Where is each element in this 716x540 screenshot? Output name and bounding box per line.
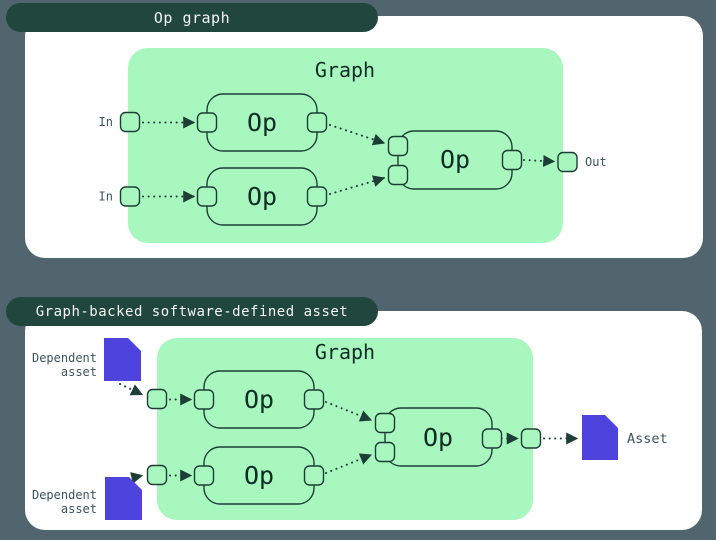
dependent-asset-1: Dependent asset — [32, 338, 141, 381]
input-1-label: In — [99, 115, 113, 129]
op-graph-title: Op graph — [153, 8, 231, 27]
input-2-port — [119, 186, 141, 207]
dataflow-arrows — [142, 116, 556, 203]
op-node-2: Op — [196, 167, 328, 226]
op-node-1-in-port — [196, 112, 218, 133]
input-2-label: In — [99, 190, 113, 204]
dependent-asset-1-icon — [104, 338, 141, 381]
dependent-asset-1-label-line2: asset — [61, 365, 97, 379]
graph-container — [128, 48, 563, 243]
op-node-2-label: Op — [247, 182, 277, 211]
output-asset-icon — [582, 415, 618, 460]
dependent-asset-2-label-line1: Dependent — [32, 488, 97, 502]
op-graph-title-pill: Op graph — [6, 3, 378, 32]
output-label: Out — [585, 155, 607, 169]
op-node-1-in-port — [193, 389, 215, 410]
op-node-1: Op — [193, 370, 325, 429]
dependent-asset-2: Dependent asset — [32, 477, 142, 520]
graph-boundary-in-port-2 — [146, 464, 168, 486]
asset-graph-diagram: Graph Dependent asset Dependent asset Op… — [32, 338, 668, 520]
arrow-op2-op3 — [329, 175, 386, 195]
op-node-3: Op — [374, 407, 503, 467]
graph-boundary-in-port-1 — [146, 388, 168, 410]
op-node-2-in-port — [196, 186, 218, 207]
op-node-3-in-port-1 — [387, 135, 409, 157]
graph-input-1: In — [99, 111, 141, 133]
op-node-1-out-port — [306, 112, 328, 133]
op-node-2: Op — [193, 446, 325, 505]
asset-title-pill: Graph-backed software-defined asset — [6, 297, 378, 326]
op-node-3: Op — [387, 130, 523, 190]
dataflow-arrows — [117, 383, 579, 484]
graph-input-2: In — [99, 186, 141, 207]
op-node-1-label: Op — [244, 385, 274, 414]
op-node-3-in-port-2 — [387, 164, 409, 186]
op-graph-diagram: Graph In In Op Op Op Ou — [99, 48, 607, 243]
op-node-2-out-port — [303, 465, 325, 486]
graph-output: Out — [557, 151, 607, 173]
op-node-3-label: Op — [423, 423, 453, 452]
output-asset-label: Asset — [627, 431, 668, 447]
graph-boundary-out-port — [520, 428, 542, 449]
op-node-3-out-port — [481, 428, 503, 449]
input-1-port — [119, 111, 141, 133]
output-asset: Asset — [582, 415, 668, 460]
op-node-3-out-port — [501, 149, 523, 171]
dependent-asset-1-label-line1: Dependent — [32, 351, 97, 365]
output-port — [557, 151, 578, 173]
graph-container — [157, 338, 533, 520]
op-node-3-in-port-1 — [374, 412, 396, 434]
op-node-2-out-port — [306, 186, 328, 207]
graph-label: Graph — [315, 58, 375, 82]
dependent-asset-2-icon — [105, 477, 142, 520]
op-node-1-out-port — [303, 389, 325, 410]
op-node-1-label: Op — [247, 108, 277, 137]
op-node-3-label: Op — [440, 145, 470, 174]
asset-title: Graph-backed software-defined asset — [35, 303, 349, 320]
op-node-1: Op — [196, 93, 328, 152]
dependent-asset-2-label-line2: asset — [61, 502, 97, 516]
graph-label: Graph — [315, 340, 375, 364]
op-node-3-in-port-2 — [374, 441, 396, 463]
arrow-op1-op3 — [329, 124, 386, 146]
arrow-asset1-port1 — [119, 383, 144, 396]
arrow-op3-out — [523, 154, 556, 167]
op-node-2-label: Op — [244, 461, 274, 490]
op-node-2-in-port — [193, 465, 215, 486]
